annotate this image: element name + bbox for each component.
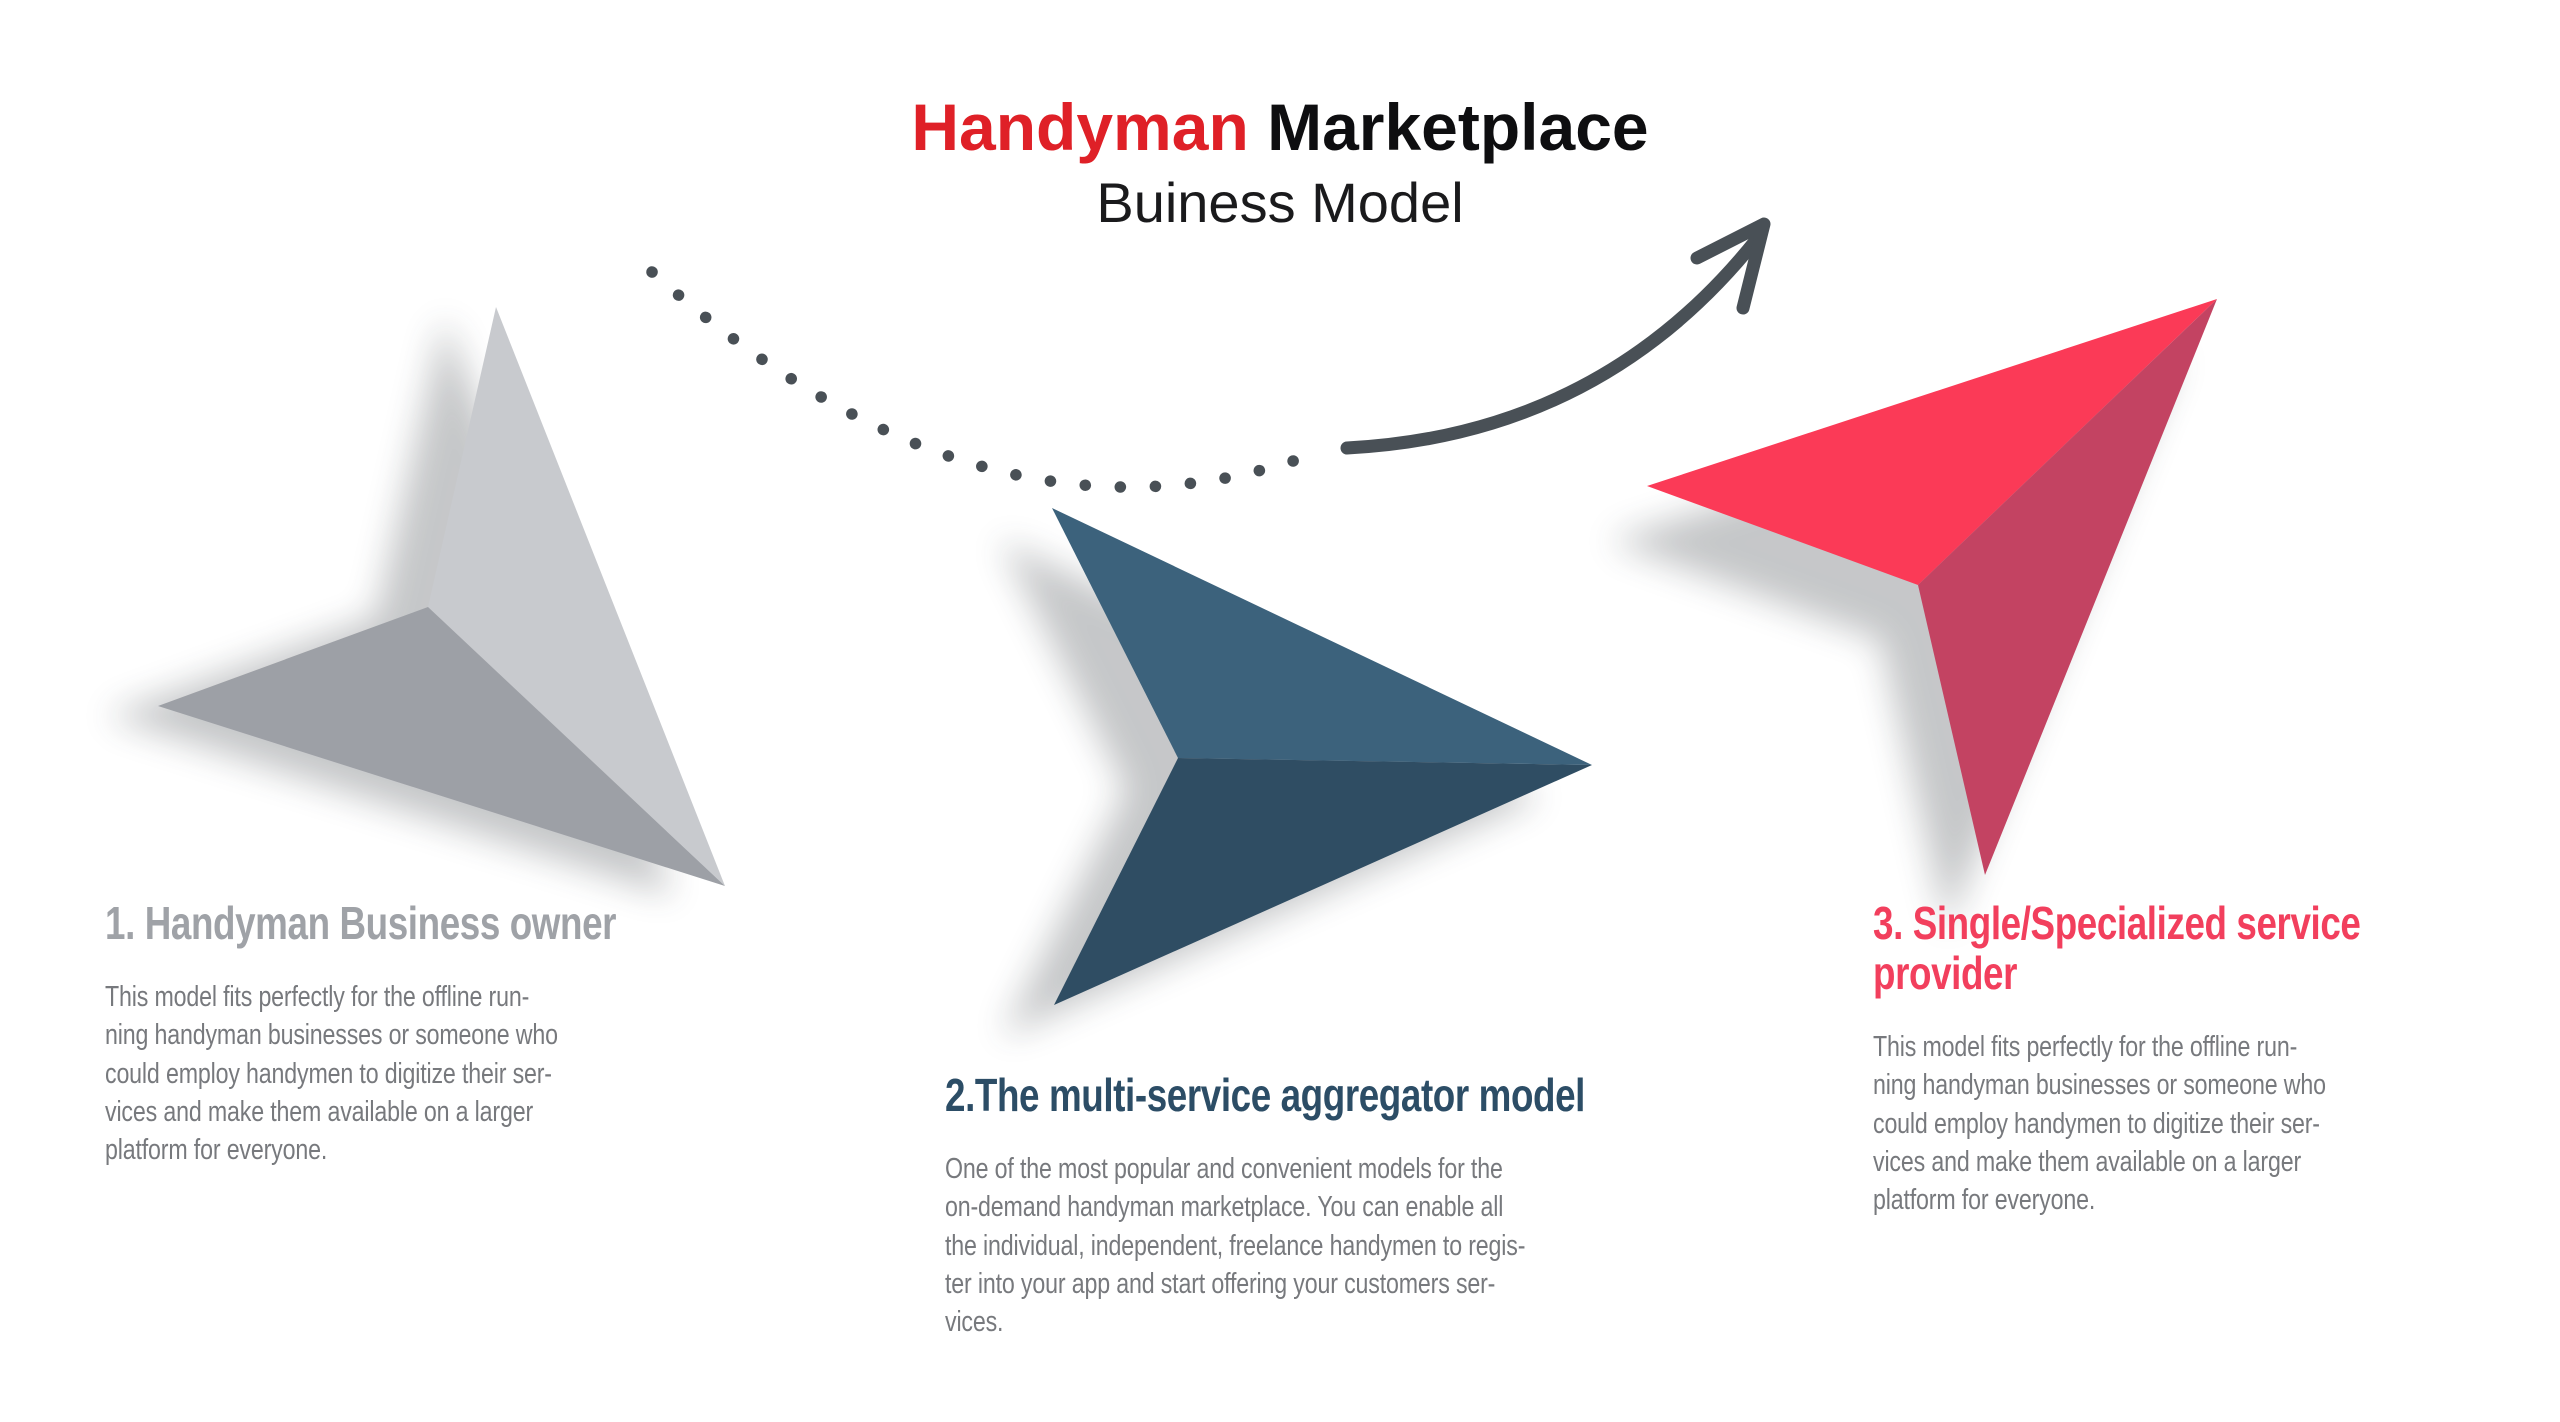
- flow-arrowhead: [1690, 217, 1771, 315]
- section-single-specialized-provider: 3. Single/Specialized service provider T…: [1873, 898, 2465, 1219]
- page-subtitle: Buiness Model: [1096, 171, 1464, 234]
- section-1-heading: 1. Handyman Business owner: [105, 897, 617, 949]
- page-title-part2: Marketplace: [1267, 90, 1649, 164]
- section-2-body: One of the most popular and convenient m…: [945, 1153, 1526, 1339]
- flow-dotted-arc: [646, 266, 1317, 493]
- section-multi-service-aggregator: 2.The multi-service aggregator model One…: [945, 1070, 1745, 1341]
- red-plane-right-fin: [1918, 299, 2217, 875]
- blue-plane-lower-wing: [1054, 758, 1592, 1005]
- page-title-part1: Handyman: [911, 90, 1249, 164]
- section-2-heading: 2.The multi-service aggregator model: [945, 1069, 1586, 1121]
- blue-plane-upper-wing: [1052, 508, 1592, 765]
- flow-arrow-curve: [1340, 233, 1763, 455]
- section-3-heading: 3. Single/Specialized service provider: [1873, 897, 2361, 999]
- paper-plane-blue-icon: [1052, 508, 1592, 1005]
- paper-plane-gray-icon: [158, 307, 725, 886]
- gray-plane-upper-fin: [428, 307, 725, 886]
- section-3-body: This model fits perfectly for the offlin…: [1873, 1031, 2326, 1217]
- section-handyman-business-owner: 1. Handyman Business owner This model fi…: [105, 898, 689, 1169]
- gray-plane-lower-wing: [158, 607, 725, 886]
- page-header: Handyman Marketplace Buiness Model: [0, 88, 2560, 234]
- flow-arrow-icon: [1340, 217, 1771, 455]
- page-title: Handyman Marketplace: [0, 88, 2560, 166]
- red-plane-upper-wing: [1647, 299, 2217, 585]
- section-1-body: This model fits perfectly for the offlin…: [105, 981, 558, 1167]
- paper-plane-red-icon: [1647, 299, 2217, 875]
